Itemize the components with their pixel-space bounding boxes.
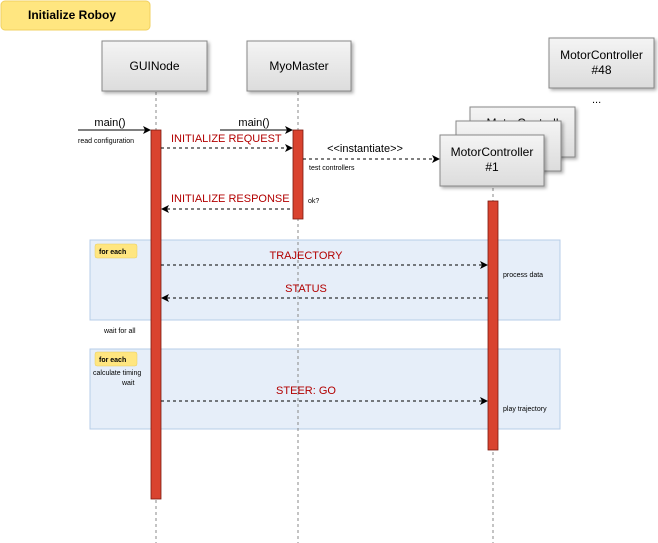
- message-steer-go-label: STEER: GO: [276, 385, 336, 397]
- activation-guinode: [150, 129, 162, 500]
- activation-myomaster: [292, 129, 304, 220]
- diagram-title: Initialize Roboy: [28, 8, 116, 22]
- participant-motorcontroller-1: MotorController #1: [439, 134, 545, 187]
- note-wait-for-all: wait for all: [103, 328, 136, 335]
- message-trajectory-label: TRAJECTORY: [270, 250, 344, 262]
- message-initialize-response: INITIALIZE RESPONSE: [161, 193, 293, 213]
- note-test-controllers: test controllers: [309, 165, 355, 172]
- mc1-label-line1: MotorController: [451, 145, 534, 159]
- message-main-gui-label: main(): [94, 117, 125, 129]
- mc48-label-line2: #48: [591, 63, 611, 77]
- message-main-myo: main(): [220, 117, 293, 134]
- mc1-label-line2: #1: [485, 160, 499, 174]
- loop-frame-2: for each: [89, 348, 561, 430]
- message-trajectory: TRAJECTORY: [161, 250, 488, 269]
- message-status: STATUS: [161, 283, 488, 302]
- activation-motorcontroller-1: [487, 200, 499, 451]
- message-initialize-request: INITIALIZE REQUEST: [161, 133, 293, 152]
- participant-guinode: GUINode: [101, 40, 208, 92]
- loop-label-2: for each: [99, 357, 126, 364]
- participant-guinode-label: GUINode: [129, 59, 179, 73]
- participant-motorcontroller-48: MotorController #48: [548, 37, 655, 89]
- note-ok: ok?: [308, 198, 319, 205]
- participant-myomaster: MyoMaster: [246, 40, 352, 92]
- loop-tag-2: [94, 351, 138, 367]
- message-instantiate-label: <<instantiate>>: [327, 143, 403, 155]
- loop-tag-1: [94, 243, 138, 259]
- message-main-myo-label: main(): [238, 117, 269, 129]
- message-instantiate: <<instantiate>>: [303, 143, 440, 163]
- loop-label-1: for each: [99, 249, 126, 256]
- message-status-label: STATUS: [285, 283, 327, 295]
- message-main-gui: main(): [78, 117, 151, 134]
- note-process-data: process data: [503, 272, 543, 279]
- motorcontroller-stack: MotorControll MotorController #1: [439, 106, 576, 187]
- title-badge: Initialize Roboy: [0, 0, 151, 31]
- note-wait: wait: [121, 380, 135, 387]
- note-play-trajectory: play trajectory: [503, 406, 547, 413]
- loop-frame-1: for each: [89, 239, 561, 321]
- note-read-configuration: read configuration: [78, 138, 134, 145]
- message-initialize-response-label: INITIALIZE RESPONSE: [171, 193, 290, 205]
- mc48-label-line1: MotorController: [560, 48, 643, 62]
- participant-ellipsis: ...: [592, 94, 601, 106]
- note-calculate-timing: calculate timing: [93, 370, 141, 377]
- participant-myomaster-label: MyoMaster: [269, 59, 328, 73]
- message-initialize-request-label: INITIALIZE REQUEST: [171, 133, 282, 145]
- message-steer-go: STEER: GO: [161, 385, 488, 405]
